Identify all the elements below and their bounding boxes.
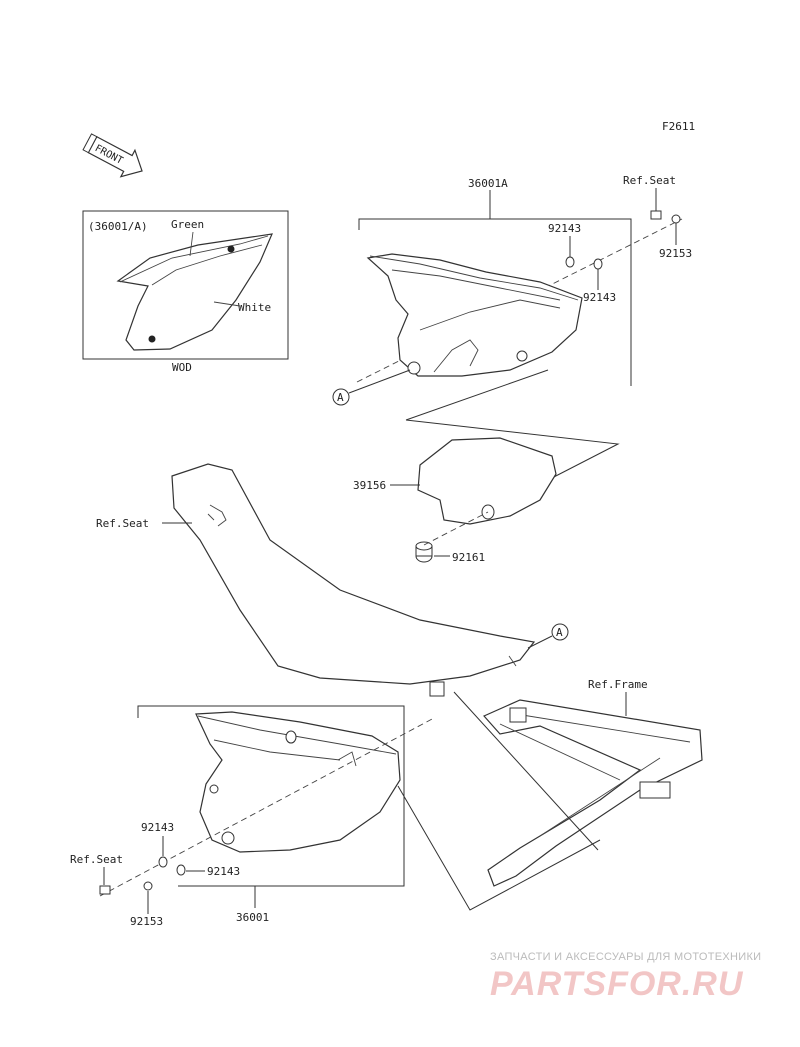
number-plate-39156: [417, 437, 557, 525]
callout-92161: 92161: [452, 551, 485, 564]
callout-92143-bot2: 92143: [207, 865, 240, 878]
watermark-logo: PARTSFOR.RU: [490, 965, 744, 1003]
grommet-92161-icon: [415, 541, 433, 563]
washer-92143-bottom-icon: [158, 856, 186, 876]
inset-box: [82, 210, 289, 360]
callout-ref-seat-mid: Ref.Seat: [96, 517, 149, 530]
marker-a-mid: [551, 623, 569, 641]
washer-92143-top-icon: [565, 256, 603, 270]
subframe-ref: [483, 699, 703, 887]
front-arrow-icon: FRONT: [82, 133, 143, 178]
callout-36001a: 36001A: [468, 177, 508, 190]
callout-36001: 36001: [236, 911, 269, 924]
inset-side-cover-drawing: [116, 231, 273, 351]
inset-model-label: (36001/A): [88, 220, 148, 233]
watermark-subtitle: ЗАПЧАСТИ И АКСЕССУАРЫ ДЛЯ МОТОТЕХНИКИ: [490, 951, 762, 963]
callout-92153-top: 92153: [659, 247, 692, 260]
inset-caption: WOD: [172, 361, 192, 374]
callout-92143-top2: 92143: [583, 291, 616, 304]
callout-ref-frame: Ref.Frame: [588, 678, 648, 691]
callout-ref-seat-bot: Ref.Seat: [70, 853, 123, 866]
inset-white-label: White: [238, 301, 271, 314]
callout-92143-top1: 92143: [548, 222, 581, 235]
bolt-92153-top-icon: [650, 210, 681, 224]
bracket-36001a: [358, 218, 632, 386]
callout-ref-seat-top: Ref.Seat: [623, 174, 676, 187]
figure-code: F2611: [662, 120, 695, 133]
bracket-36001: [137, 705, 405, 887]
marker-a-top-label: A: [337, 391, 344, 404]
callout-39156: 39156: [353, 479, 386, 492]
seat-ref: [171, 463, 536, 697]
callout-92143-bot1: 92143: [141, 821, 174, 834]
bolt-92153-bottom-icon: [99, 881, 153, 895]
side-cover-36001: [195, 711, 401, 853]
marker-a-mid-label: A: [556, 626, 563, 639]
callout-92153-bot: 92153: [130, 915, 163, 928]
marker-a-top: [332, 388, 350, 406]
side-cover-36001a: [366, 253, 583, 377]
inset-green-label: Green: [171, 218, 204, 231]
